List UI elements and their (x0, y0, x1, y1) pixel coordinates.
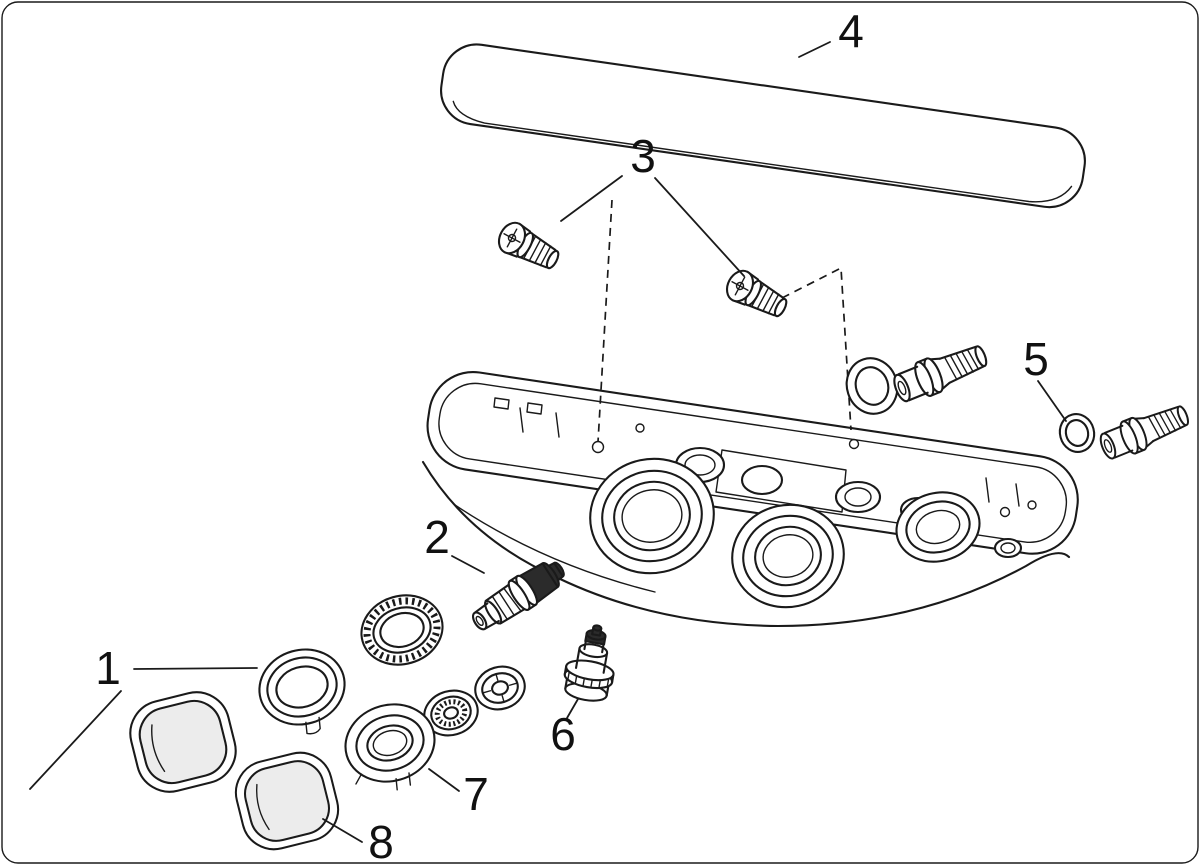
part-5-oring-left (845, 357, 899, 415)
housing-front-contour (454, 504, 656, 593)
part-adapter-ring (423, 689, 479, 737)
part-1-knob (122, 684, 244, 800)
housing-hole-small (635, 423, 645, 433)
leader-8 (322, 818, 363, 843)
part-retaining-nut (360, 594, 444, 666)
part-2-cartridge (471, 561, 565, 631)
housing-end-ring (993, 537, 1023, 559)
part-4-cover-plate (440, 43, 1086, 209)
callout-6: 6 (550, 708, 576, 760)
housing-screw-hole-right (848, 438, 860, 450)
callout-8: 8 (368, 816, 394, 865)
part-8-knob (228, 744, 346, 858)
callout-3: 3 (630, 130, 656, 182)
part-7-trim-sleeve (344, 703, 436, 791)
housing-manifold (715, 449, 847, 513)
leader-2 (451, 555, 485, 574)
part-5-fitting-left (888, 336, 993, 408)
housing-front-boss-right (731, 503, 845, 609)
part-6-cartridge (563, 624, 615, 702)
leader-1 (29, 667, 258, 790)
housing-right-details (999, 500, 1037, 518)
callout-2: 2 (424, 511, 450, 563)
callout-1: 1 (95, 642, 121, 694)
housing-front-outline (421, 460, 1071, 628)
leader-3 (560, 175, 745, 277)
part-housing-body (421, 370, 1079, 628)
callout-7: 7 (463, 768, 489, 820)
part-3-screw-right (720, 265, 793, 325)
housing-front-boss-left (589, 457, 715, 575)
alignment-dashed-line-right (781, 266, 852, 431)
alignment-dashed-line-left (597, 199, 613, 443)
part-5-oring-right (1058, 413, 1096, 453)
leader-7 (428, 768, 460, 792)
part-bushing (474, 665, 526, 711)
leader-6 (566, 698, 579, 719)
leader-4 (798, 41, 831, 58)
callout-4: 4 (838, 5, 864, 57)
part-5-fitting-right (1095, 397, 1194, 465)
housing-interior-ribs (519, 407, 1020, 507)
leader-5 (1037, 380, 1067, 422)
part-1-trim-ring (258, 648, 346, 735)
callout-5: 5 (1023, 333, 1049, 385)
housing-end-boss (895, 491, 981, 563)
housing-interior-tabs (493, 397, 543, 415)
part-3-screw-left (492, 217, 565, 277)
